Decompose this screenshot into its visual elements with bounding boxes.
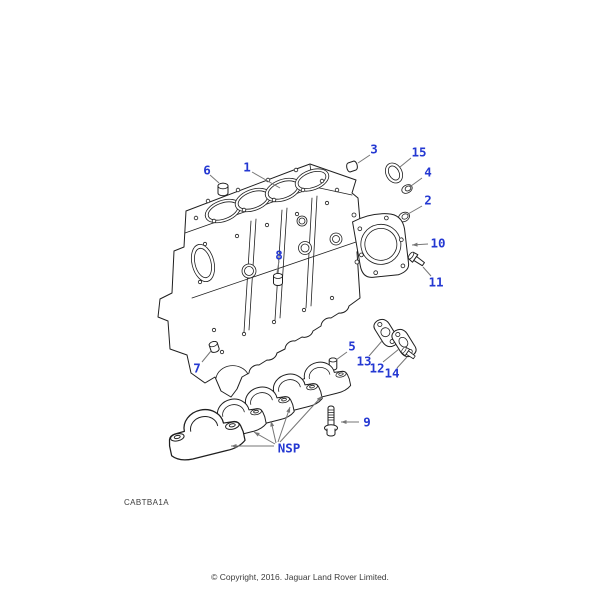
leader-line [399,157,412,168]
part-plug-8 [273,273,283,286]
part-seal-15 [384,162,404,184]
callout-3[interactable]: 3 [370,142,378,157]
leader-arrowhead [412,242,418,247]
leader-arrowhead [270,421,275,427]
leader-line [201,350,212,363]
leader-line [335,351,348,361]
callout-8[interactable]: 8 [275,248,283,263]
leader-line [396,356,408,369]
part-bolt-14 [401,346,416,360]
part-bolt-9 [324,405,338,437]
leader-line [407,205,423,215]
leader-line [357,154,371,164]
callout-13[interactable]: 13 [356,354,371,369]
callout-9[interactable]: 9 [363,415,371,430]
leader-arrowhead [341,420,347,424]
leader-line [382,348,400,363]
part-plug-4 [401,184,413,194]
leader-arrowhead [286,407,291,413]
callout-15[interactable]: 15 [411,145,426,160]
callout-4[interactable]: 4 [424,165,432,180]
callout-1[interactable]: 1 [243,160,251,175]
leader-arrowhead [254,432,260,437]
leader-line [410,177,423,187]
copyright-note: © Copyright, 2016. Jaguar Land Rover Lim… [211,572,389,582]
callout-12[interactable]: 12 [369,361,384,376]
callout-NSP[interactable]: NSP [278,441,301,456]
callout-2[interactable]: 2 [424,193,432,208]
part-cylinder-block [157,163,363,398]
part-gasket-13 [373,318,399,348]
leader-line [276,260,280,274]
cylinder-bores [204,168,330,224]
leader-arrowhead [231,444,237,448]
leader-arrowhead [316,396,322,402]
leader-line [422,266,432,277]
leader-line [251,171,281,189]
part-bolt-11 [407,251,425,267]
deck-bolt-holes [193,167,340,224]
callout-7[interactable]: 7 [193,361,201,376]
leader-line [279,395,323,443]
callout-14[interactable]: 14 [384,366,399,381]
part-cup-plug-3 [346,160,358,173]
callout-10[interactable]: 10 [430,236,445,251]
leader-line [277,406,291,443]
callout-11[interactable]: 11 [428,275,443,290]
callout-6[interactable]: 6 [203,163,211,178]
leader-line [368,340,383,357]
part-seal-retainer-10 [352,213,410,278]
callout-5[interactable]: 5 [348,339,356,354]
drawing-code: CABTBA1A [124,498,169,507]
part-plug-7 [208,340,220,353]
part-plug-6 [217,182,229,197]
leader-line [209,174,220,184]
